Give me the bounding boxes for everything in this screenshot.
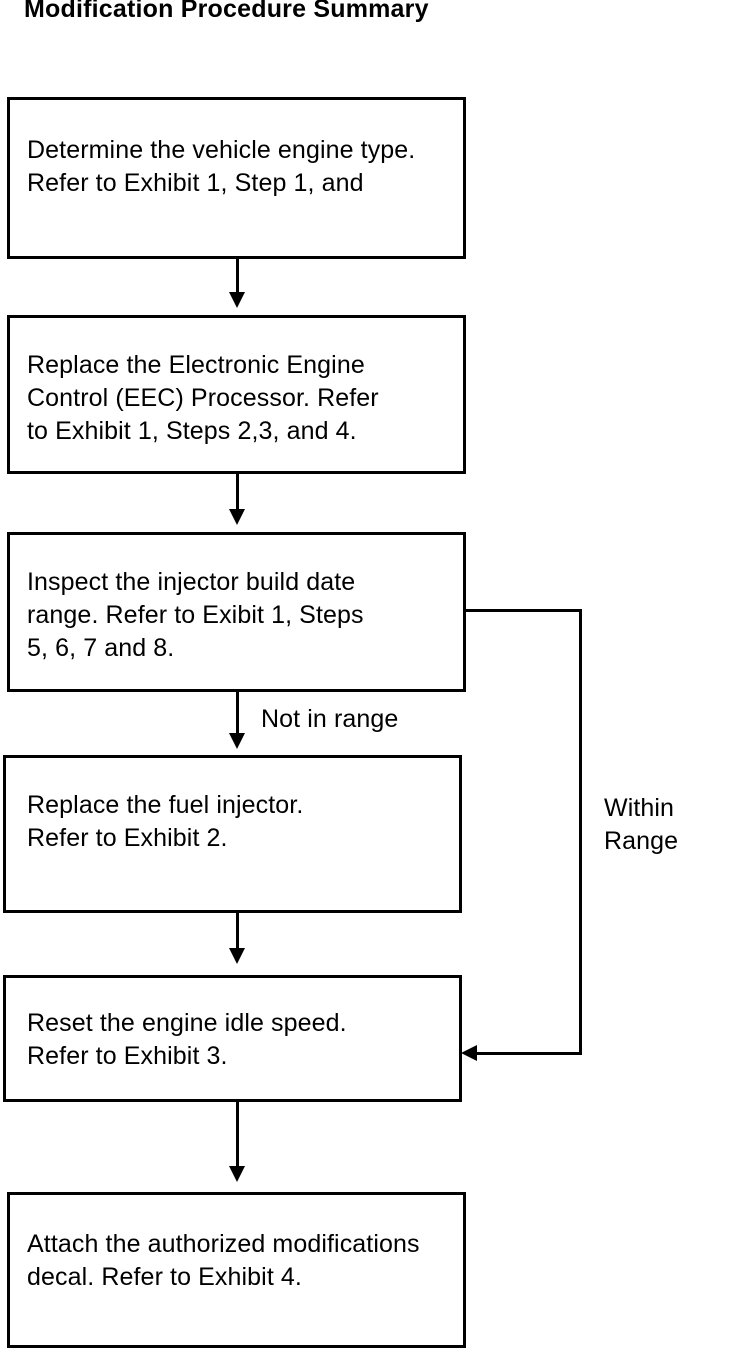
flow-node-label: Determine the vehicle engine type. Refer… [27,136,416,197]
flow-node-replace-eec-processor[interactable]: Replace the Electronic Engine Control (E… [7,315,466,474]
flow-node-label: Reset the engine idle speed. Refer to Ex… [27,1009,347,1070]
edge-line-3-5-bottom [466,1052,582,1055]
flow-node-replace-fuel-injector[interactable]: Replace the fuel injector. Refer to Exhi… [3,755,462,913]
edge-line-5-6 [236,1102,239,1177]
flow-node-reset-engine-idle-speed[interactable]: Reset the engine idle speed. Refer to Ex… [3,975,462,1102]
edge-label-within-range: Within Range [604,794,679,855]
flow-node-label: Replace the fuel injector. Refer to Exhi… [27,791,304,852]
flow-node-label: Replace the Electronic Engine Control (E… [27,351,379,445]
edge-arrowhead-5-6 [229,1166,245,1182]
edge-arrowhead-2-3 [229,509,245,525]
flow-node-label: Attach the authorized modifications deca… [27,1230,420,1291]
flow-node-attach-modifications-decal[interactable]: Attach the authorized modifications deca… [7,1192,466,1348]
edge-arrowhead-1-2 [229,292,245,308]
flow-node-label: Inspect the injector build date range. R… [27,568,364,662]
edge-line-3-5-right [579,609,582,1055]
edge-line-4-5 [236,913,239,959]
edge-arrowhead-4-5 [229,948,245,964]
flow-node-inspect-injector-build-date[interactable]: Inspect the injector build date range. R… [7,532,466,692]
flow-node-determine-engine-type[interactable]: Determine the vehicle engine type. Refer… [7,97,466,259]
edge-line-1-2 [236,259,239,299]
edge-arrowhead-3-4 [229,733,245,749]
edge-label-not-in-range: Not in range [261,705,399,733]
edge-line-2-3 [236,474,239,520]
edge-arrowhead-3-5 [461,1045,477,1061]
edge-line-3-4 [236,692,239,740]
edge-line-3-5-top [463,609,582,612]
page-title: Modification Procedure Summary [24,0,429,23]
